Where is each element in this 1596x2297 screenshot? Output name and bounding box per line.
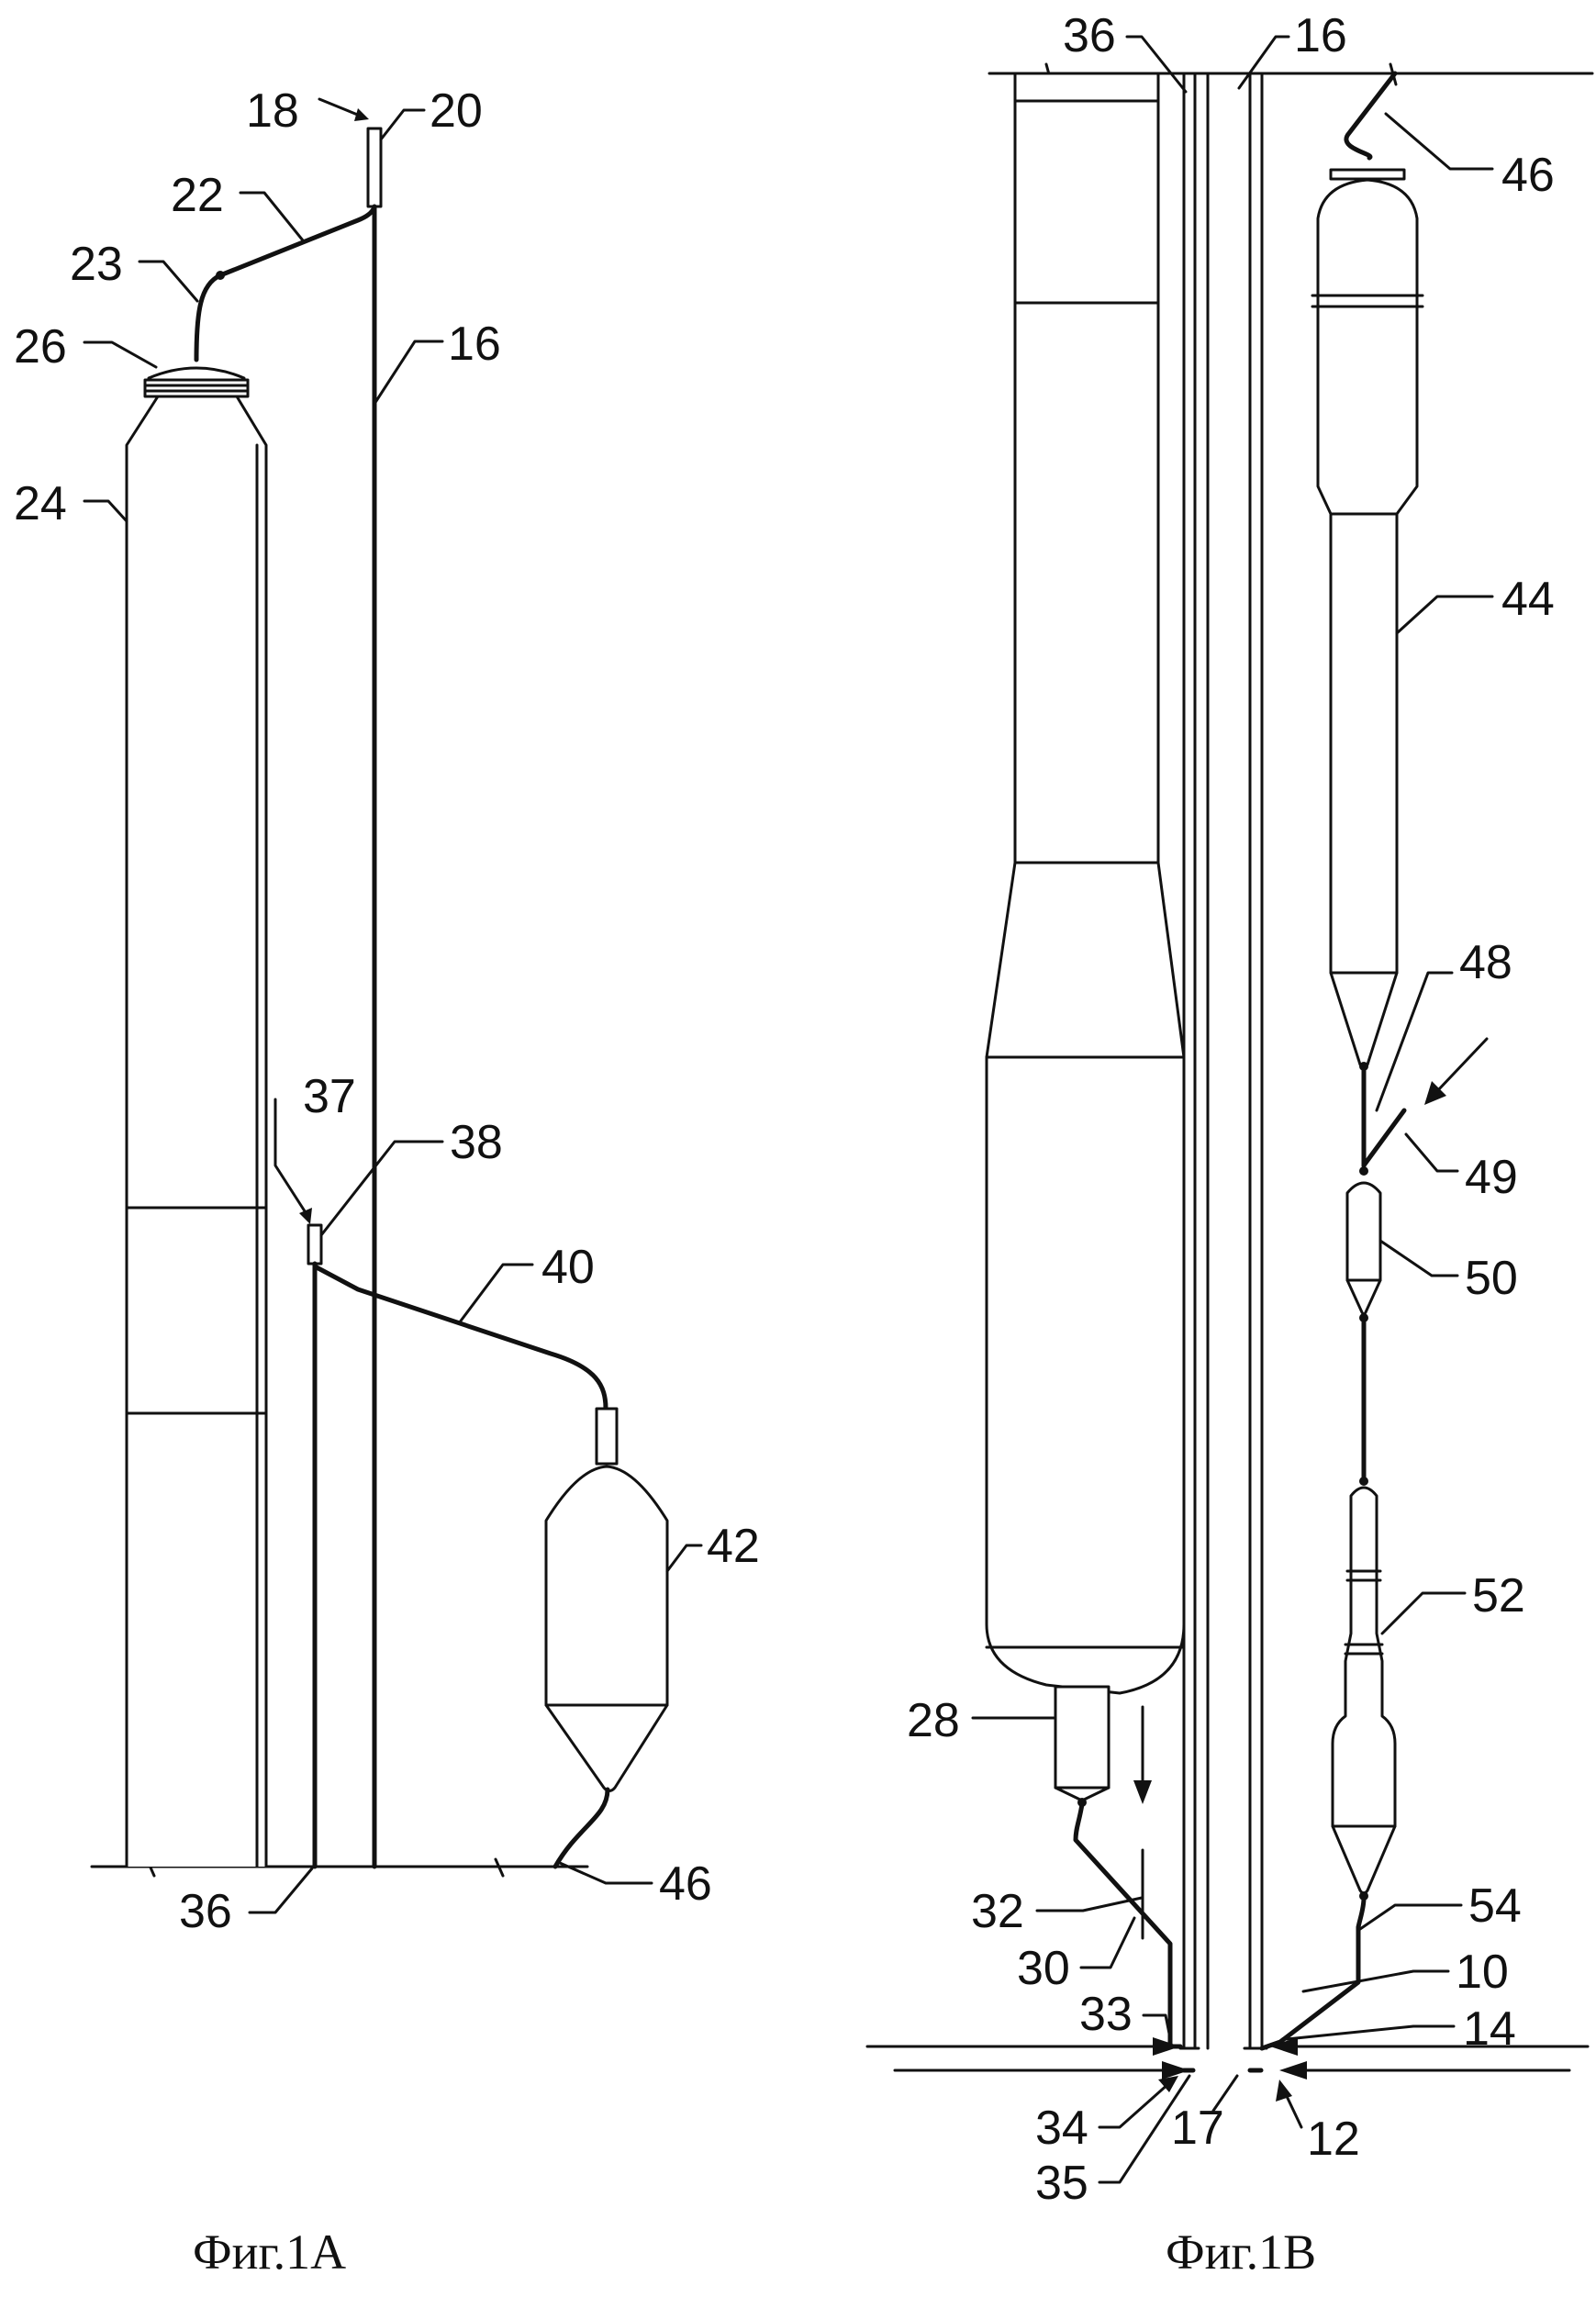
vessel-44 — [1318, 180, 1417, 1067]
caption-1b: Фиг.1B — [1166, 2225, 1316, 2280]
figure-1b: 36 16 46 44 48 49 50 52 28 32 30 54 10 3… — [867, 9, 1592, 2280]
label-26: 26 — [14, 320, 67, 374]
vessel-42 — [546, 1466, 667, 1791]
label-42: 42 — [707, 1520, 760, 1573]
label-20: 20 — [430, 84, 483, 138]
label-33: 33 — [1079, 1988, 1133, 2041]
label-37: 37 — [303, 1070, 356, 1123]
label-14: 14 — [1463, 2002, 1516, 2056]
label-24: 24 — [14, 477, 67, 530]
figure-1a: 18 20 22 23 26 24 16 37 38 40 42 36 46 Ф… — [14, 84, 760, 2280]
large-column — [987, 73, 1184, 1693]
label-12: 12 — [1307, 2113, 1360, 2166]
vessel-42-neck — [597, 1409, 617, 1464]
label-38: 38 — [450, 1116, 503, 1169]
label-46-1a: 46 — [659, 1857, 712, 1911]
column-flange — [145, 380, 248, 396]
label-36-1b: 36 — [1063, 9, 1116, 62]
vessel-44-top — [1331, 170, 1404, 179]
label-48: 48 — [1459, 936, 1512, 989]
line-23 — [196, 275, 220, 360]
label-49: 49 — [1465, 1151, 1518, 1204]
label-17: 17 — [1171, 2102, 1224, 2155]
label-16-1a: 16 — [448, 318, 501, 371]
arrow-49 — [1436, 1039, 1487, 1092]
vessel-28 — [1055, 1687, 1109, 1788]
label-46-1b: 46 — [1501, 149, 1555, 202]
main-column-24 — [127, 396, 266, 1867]
line-49 — [1364, 1110, 1404, 1165]
label-40: 40 — [541, 1241, 595, 1294]
label-44: 44 — [1501, 573, 1555, 626]
label-54: 54 — [1468, 1879, 1522, 1933]
label-10: 10 — [1456, 1946, 1509, 1999]
label-52: 52 — [1472, 1569, 1525, 1622]
line-22 — [220, 207, 374, 275]
label-50: 50 — [1465, 1252, 1518, 1305]
label-18: 18 — [246, 84, 299, 138]
label-30: 30 — [1017, 1942, 1070, 1995]
label-36-1a: 36 — [179, 1885, 232, 1938]
line-46-1a — [555, 1790, 608, 1867]
line-54 — [1262, 1898, 1364, 2048]
label-28: 28 — [907, 1694, 960, 1747]
label-34: 34 — [1035, 2102, 1088, 2155]
vessel-52 — [1333, 1488, 1395, 1893]
label-32: 32 — [971, 1885, 1024, 1938]
label-23: 23 — [70, 238, 123, 291]
label-16-1b: 16 — [1294, 9, 1347, 62]
separator-38 — [308, 1225, 321, 1264]
caption-1a: Фиг.1A — [193, 2225, 346, 2280]
separator-20 — [368, 128, 381, 206]
label-35: 35 — [1035, 2157, 1088, 2210]
label-22: 22 — [171, 169, 224, 222]
vessel-50 — [1347, 1183, 1380, 1314]
